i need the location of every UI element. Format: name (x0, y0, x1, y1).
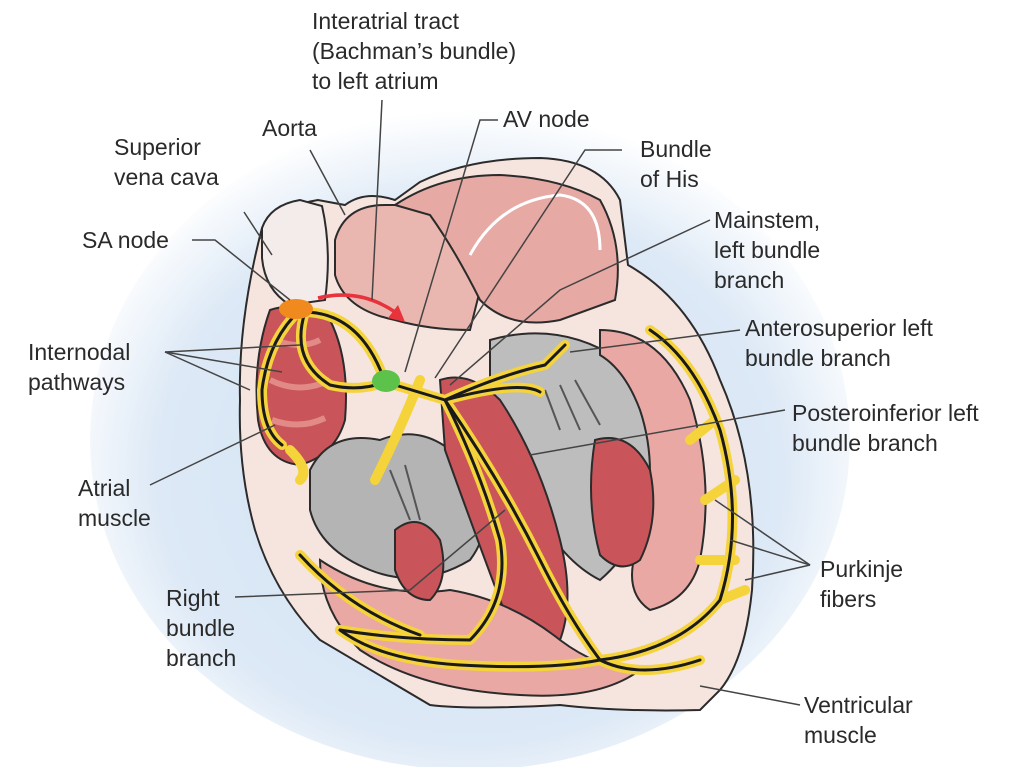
sa-node (279, 299, 313, 319)
label-bundle-of-his: Bundle of His (640, 134, 712, 194)
label-purkinje-fibers: Purkinje fibers (820, 554, 903, 614)
label-internodal-pathways: Internodal pathways (28, 337, 130, 397)
impulse-arrow (317, 293, 396, 314)
label-mainstem-line-1: Mainstem, (714, 207, 821, 233)
label-av-node: AV node (503, 104, 590, 134)
label-right-bundle-line-2: bundle (166, 615, 236, 641)
label-ventricular-muscle: Ventricular muscle (804, 690, 913, 750)
label-interatrial-line-3: to left atrium (312, 68, 439, 94)
label-purkinje-line-1: Purkinje (820, 556, 904, 582)
label-superior-vena-cava: Superior vena cava (114, 132, 219, 192)
conduction-system-core (260, 308, 734, 672)
left-atrium-top (392, 173, 619, 324)
label-internodal-line-2: pathways (28, 369, 126, 395)
label-bundle-line-2: of His (640, 166, 699, 192)
label-aorta: Aorta (262, 113, 317, 143)
label-anterosuperior-left-bundle: Anterosuperior left bundle branch (745, 313, 933, 373)
label-sa-node: SA node (82, 225, 169, 255)
label-ventricular-line-1: Ventricular (804, 692, 913, 718)
label-svc-line-2: vena cava (114, 164, 219, 190)
label-atrial-muscle: Atrial muscle (78, 473, 151, 533)
label-posteroinferior-line-1: Posteroinferior left (792, 400, 979, 426)
label-right-bundle-line-1: Right (166, 585, 220, 611)
label-right-bundle-line-3: branch (166, 645, 237, 671)
great-vessel-curve (468, 193, 602, 256)
label-anterosuperior-line-1: Anterosuperior left (745, 315, 933, 341)
label-svc-line-1: Superior (114, 134, 201, 160)
left-ventricle-wall (599, 328, 707, 612)
label-mainstem-left-bundle: Mainstem, left bundle branch (714, 205, 820, 295)
chordae-tendineae (389, 379, 601, 521)
label-bundle-line-1: Bundle (640, 136, 712, 162)
label-sa-node-line-1: SA node (82, 227, 169, 253)
label-internodal-line-1: Internodal (28, 339, 131, 365)
label-interatrial-line-2: (Bachman’s bundle) (312, 38, 517, 64)
label-atrial-line-2: muscle (78, 505, 151, 531)
label-ventricular-line-2: muscle (804, 722, 877, 748)
label-posteroinferior-line-2: bundle branch (792, 430, 938, 456)
label-interatrial-line-1: Interatrial tract (312, 8, 459, 34)
label-posteroinferior-left-bundle: Posteroinferior left bundle branch (792, 398, 979, 458)
label-av-node-line-1: AV node (503, 106, 590, 132)
papillary-muscle-left (590, 437, 655, 568)
superior-vena-cava (261, 198, 329, 307)
leader-lines (149, 99, 811, 706)
label-atrial-line-1: Atrial (78, 475, 131, 501)
label-purkinje-line-2: fibers (820, 586, 877, 612)
label-interatrial-tract: Interatrial tract (Bachman’s bundle) to … (312, 6, 516, 96)
av-node (372, 370, 400, 392)
label-aorta-line-1: Aorta (262, 115, 317, 141)
label-mainstem-line-2: left bundle (714, 237, 821, 263)
label-right-bundle-branch: Right bundle branch (166, 583, 236, 673)
label-anterosuperior-line-2: bundle branch (745, 345, 891, 371)
impulse-arrow-head (388, 305, 405, 322)
label-mainstem-line-3: branch (714, 267, 785, 293)
